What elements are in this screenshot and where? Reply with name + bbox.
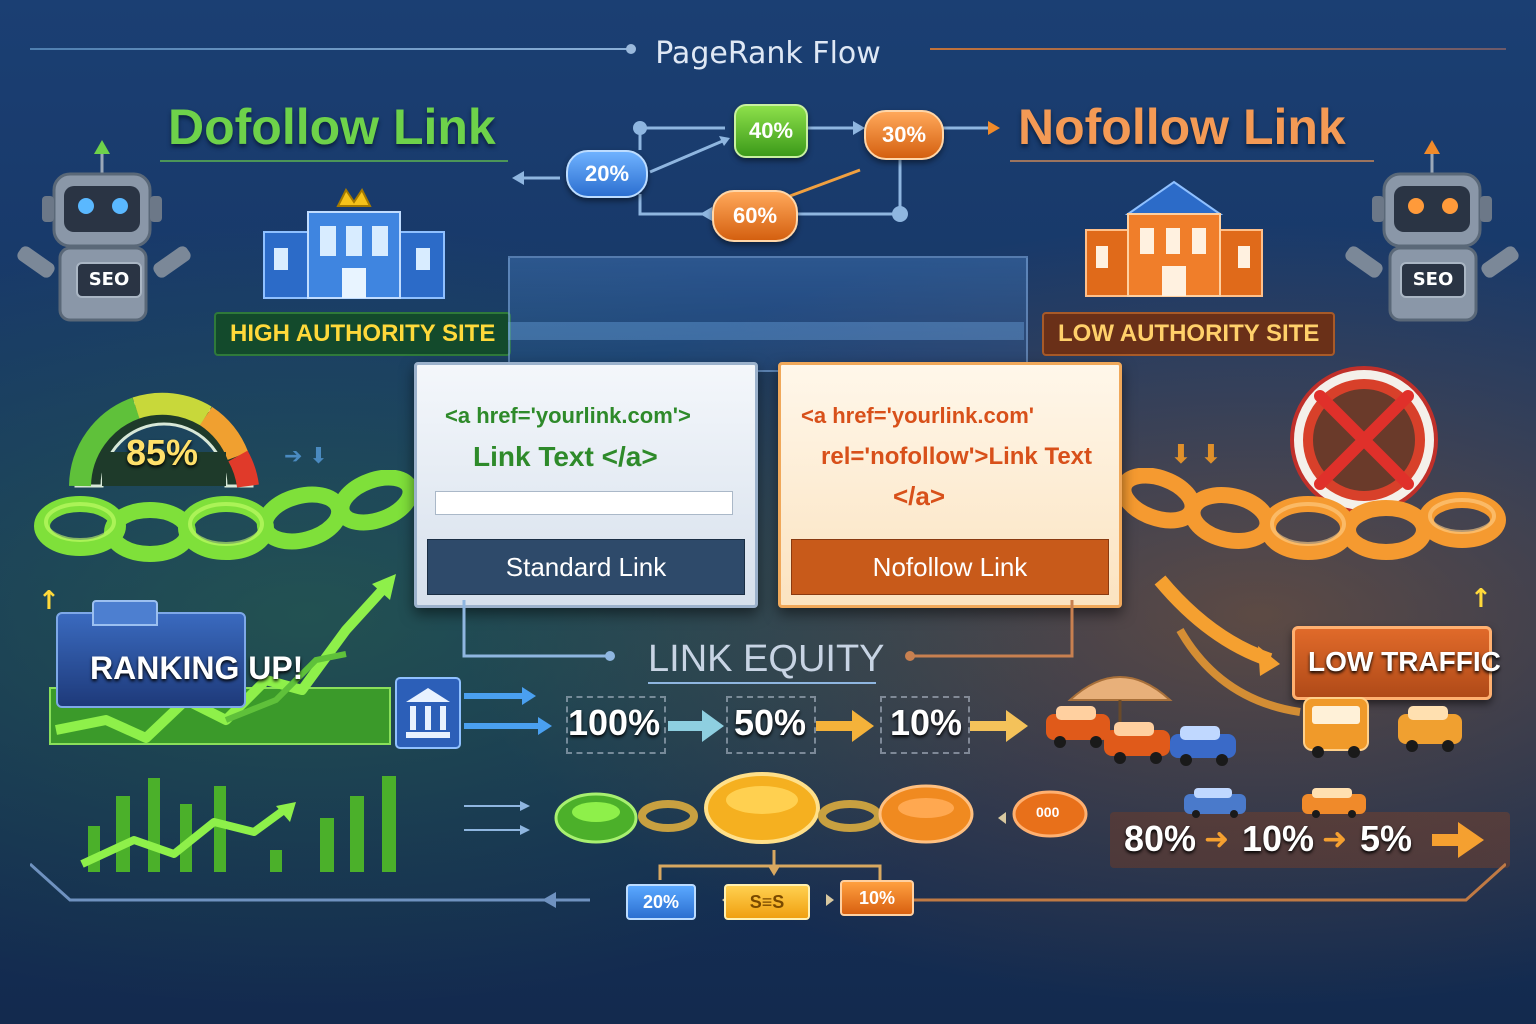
coin-chain bbox=[554, 772, 1088, 844]
nofollow-title: Nofollow Link bbox=[1018, 99, 1346, 155]
standard-link-button[interactable]: Standard Link bbox=[427, 539, 745, 595]
ranking-folder-tab bbox=[92, 600, 158, 626]
flow-diagram-arrows bbox=[512, 121, 1000, 222]
nofollow-code-line1: <a href='yourlink.com' bbox=[801, 403, 1034, 428]
center-backdrop-bar bbox=[508, 322, 1024, 340]
ranking-arrow-icon: ↑ bbox=[38, 586, 60, 616]
equity-step-box-2 bbox=[726, 696, 816, 754]
equity-step-1: 100% bbox=[568, 702, 661, 743]
equity-step-box-3 bbox=[880, 696, 970, 754]
flow-pill-60: 60% bbox=[712, 190, 798, 242]
ranking-up-label: RANKING UP! bbox=[90, 650, 304, 686]
low-traffic-sign bbox=[1292, 626, 1492, 700]
bank-icon bbox=[395, 677, 461, 749]
traffic-arrow-2: ➜ bbox=[1322, 822, 1348, 857]
robot-icon-right bbox=[1345, 140, 1519, 322]
ranking-folder bbox=[56, 612, 246, 708]
bottom-box-gold: S≡S bbox=[724, 884, 810, 920]
coin-label: 000 bbox=[1036, 804, 1060, 820]
blocked-sign-icon bbox=[1290, 366, 1438, 514]
orange-chain-icon bbox=[1115, 468, 1506, 560]
deco-arrows-right: ⬇ ⬇ bbox=[1170, 440, 1222, 470]
traffic-cars-icon bbox=[1046, 676, 1236, 766]
low-traffic-label: LOW TRAFFIC bbox=[1308, 646, 1501, 677]
flow-pill-20: 20% bbox=[566, 150, 648, 198]
low-authority-building-icon bbox=[1085, 180, 1263, 297]
nofollow-code-line3: </a> bbox=[893, 481, 946, 511]
nofollow-underline bbox=[1010, 160, 1374, 162]
dofollow-title: Dofollow Link bbox=[168, 99, 496, 155]
standard-code-line2: Link Text </a> bbox=[473, 441, 658, 472]
nofollow-link-button[interactable]: Nofollow Link bbox=[791, 539, 1109, 595]
traffic-arrow-1: ➜ bbox=[1204, 822, 1230, 857]
low-authority-badge: LOW AUTHORITY SITE bbox=[1042, 312, 1336, 356]
standard-input-line bbox=[435, 491, 733, 515]
traffic-arrow-big bbox=[1432, 822, 1484, 858]
bottom-box-orange: 10% bbox=[840, 880, 914, 916]
nofollow-link-panel: <a href='yourlink.com' rel='nofollow'>Li… bbox=[778, 362, 1122, 608]
low-authority-label: LOW AUTHORITY SITE bbox=[1058, 320, 1320, 347]
van-icon bbox=[1303, 697, 1462, 758]
equity-step-2: 50% bbox=[734, 702, 807, 743]
equity-connector bbox=[462, 600, 1074, 661]
small-arrows-left bbox=[464, 801, 530, 835]
robot-left-chest: SEO bbox=[76, 262, 142, 298]
bottom-connector bbox=[30, 850, 1506, 908]
equity-arrow-1 bbox=[668, 710, 724, 742]
flow-pill-30: 30% bbox=[864, 110, 944, 160]
flow-pill-40: 40% bbox=[734, 104, 808, 158]
equity-arrow-3 bbox=[970, 710, 1028, 742]
high-authority-badge: HIGH AUTHORITY SITE bbox=[214, 312, 512, 356]
high-authority-building-icon bbox=[263, 188, 445, 299]
equity-step-3: 10% bbox=[890, 702, 963, 743]
growth-bar-chart bbox=[80, 776, 396, 872]
traffic-step-3: 5% bbox=[1360, 818, 1413, 859]
header-dot-left bbox=[626, 44, 636, 54]
robot-icon-left bbox=[17, 140, 191, 322]
page-title: PageRank Flow bbox=[655, 36, 881, 71]
small-cars-icon bbox=[1184, 788, 1366, 818]
traffic-step-1: 80% bbox=[1124, 818, 1197, 859]
low-traffic-arrow-icon: ↑ bbox=[1470, 584, 1492, 614]
link-equity-underline bbox=[648, 682, 876, 684]
link-equity-label: LINK EQUITY bbox=[648, 638, 885, 680]
green-chain-icon bbox=[34, 470, 419, 562]
robot-right-label: SEO bbox=[1412, 269, 1454, 290]
dofollow-underline bbox=[160, 160, 508, 162]
high-authority-label: HIGH AUTHORITY SITE bbox=[230, 320, 496, 347]
gauge-value: 85% bbox=[126, 432, 199, 473]
authority-gauge bbox=[69, 392, 259, 488]
orange-flow-arrows bbox=[1154, 575, 1301, 716]
standard-code-line1: <a href='yourlink.com'> bbox=[445, 403, 691, 428]
nofollow-code-line2: rel='nofollow'>Link Text bbox=[821, 443, 1093, 470]
center-backdrop bbox=[508, 256, 1028, 372]
bank-arrows bbox=[464, 687, 552, 735]
header-line-right bbox=[930, 48, 1506, 50]
header-line-left bbox=[30, 48, 630, 50]
standard-link-panel: <a href='yourlink.com'> Link Text </a> S… bbox=[414, 362, 758, 608]
equity-arrow-2 bbox=[816, 710, 874, 742]
traffic-step-2: 10% bbox=[1242, 818, 1315, 859]
bottom-box-blue: 20% bbox=[626, 884, 696, 920]
deco-arrows-left: ➔ ⬇ bbox=[284, 444, 328, 469]
robot-left-label: SEO bbox=[88, 269, 130, 290]
robot-right-chest: SEO bbox=[1400, 262, 1466, 298]
equity-step-box-1 bbox=[566, 696, 666, 754]
